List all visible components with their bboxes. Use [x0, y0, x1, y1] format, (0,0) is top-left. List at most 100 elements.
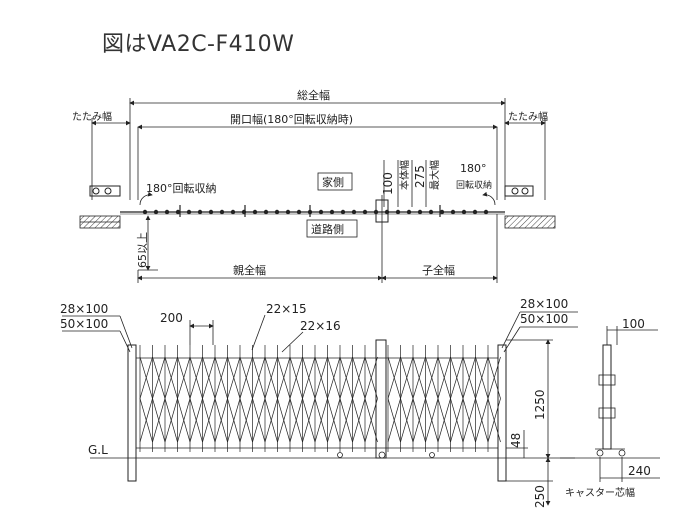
- plan-joint: [164, 209, 170, 215]
- plan-joint: [296, 209, 302, 215]
- plan-joint: [208, 209, 214, 215]
- lattice-diagonal: [252, 356, 266, 399]
- plan-joint: [274, 209, 280, 215]
- rotate-right-deg: 180°: [460, 162, 487, 175]
- lattice-diagonal: [487, 398, 501, 443]
- lattice-diagonal: [437, 398, 451, 443]
- elevation-view: [62, 311, 578, 506]
- side-view: [560, 326, 660, 482]
- lattice-diagonal: [189, 398, 203, 443]
- lattice-diagonal: [339, 356, 353, 399]
- lattice-diagonal: [400, 398, 414, 443]
- dim-100-plan: 100: [381, 172, 395, 195]
- dim-275: 275: [413, 165, 427, 188]
- lattice-diagonal: [352, 356, 366, 399]
- lattice-diagonal: [264, 356, 278, 399]
- lattice-diagonal: [289, 398, 303, 443]
- plan-joint: [384, 209, 390, 215]
- lattice-diagonal: [387, 356, 401, 399]
- rotate-left-label: 180°回転収納: [146, 182, 217, 195]
- lattice-diagonal: [152, 398, 166, 443]
- lattice-diagonal: [450, 356, 464, 399]
- lattice-diagonal: [252, 398, 266, 443]
- lattice-diagonal: [339, 398, 353, 443]
- lattice-diagonal: [202, 398, 216, 443]
- lattice-diagonal: [437, 356, 451, 399]
- plan-joint: [318, 209, 324, 215]
- plan-joint: [362, 209, 368, 215]
- rotate-right-label: 回転収納: [456, 179, 492, 191]
- lattice-diagonal: [314, 398, 328, 443]
- lattice-diagonal: [202, 356, 216, 399]
- lattice-diagonal: [462, 398, 476, 443]
- lattice-diagonal: [177, 356, 191, 399]
- parent-width-label: 親全幅: [233, 263, 266, 277]
- lattice-diagonal: [139, 398, 153, 443]
- lattice-diagonal: [425, 356, 439, 399]
- house-side-box: [317, 172, 353, 191]
- plan-joint: [186, 209, 192, 215]
- lattice-diagonal: [214, 398, 228, 443]
- right-post-size-1: 28×100: [520, 297, 568, 311]
- total-width-label: 総全幅: [297, 88, 330, 102]
- lattice-diagonal: [327, 356, 341, 399]
- lattice-diagonal: [364, 398, 378, 443]
- plan-joint: [472, 209, 478, 215]
- plan-joint: [230, 209, 236, 215]
- plan-lattice-joints: [142, 205, 489, 217]
- lattice-diagonal: [462, 356, 476, 399]
- plan-joint: [461, 209, 467, 215]
- lattice-diagonal: [277, 398, 291, 443]
- lattice-diagonal: [364, 356, 378, 399]
- bar-size-1: 22×15: [266, 302, 307, 316]
- lattice-diagonal: [227, 356, 241, 399]
- lattice-diagonal: [387, 398, 401, 443]
- lattice-diagonal: [239, 398, 253, 443]
- lattice-diagonal: [277, 356, 291, 399]
- dim-250-label: 250: [533, 485, 547, 508]
- opening-width-label: 開口幅(180°回転収納時): [230, 113, 353, 126]
- right-post-size-2: 50×100: [520, 312, 568, 326]
- max-width-label: 最大幅: [428, 160, 441, 190]
- child-width-label: 子全幅: [422, 263, 455, 277]
- lattice-diagonal: [164, 398, 178, 443]
- plan-joint: [417, 209, 423, 215]
- lattice-diagonal: [152, 356, 166, 399]
- side-dim-240: 240: [628, 464, 651, 478]
- main-post-width-label: 本体幅: [398, 160, 411, 190]
- plan-joint: [197, 209, 203, 215]
- lattice-diagonal: [475, 398, 489, 443]
- lattice-diagonal: [450, 398, 464, 443]
- dim-65-label: 65以上: [136, 232, 149, 268]
- lattice-diagonal: [189, 356, 203, 399]
- lattice-diagonal: [412, 356, 426, 399]
- lattice-diagonal: [327, 398, 341, 443]
- fold-width-left-label: たたみ幅: [72, 110, 112, 123]
- bar-size-2: 22×16: [300, 319, 341, 333]
- side-dim-100: 100: [622, 317, 645, 331]
- lattice-diagonal: [400, 356, 414, 399]
- drawing-title: 図はVA2C-F410W: [102, 32, 295, 57]
- plan-joint: [153, 209, 159, 215]
- plan-joint: [329, 209, 335, 215]
- lattice-diagonal: [139, 356, 153, 399]
- plan-joint: [483, 209, 489, 215]
- lattice-diagonal: [227, 398, 241, 443]
- lattice-diagonal: [412, 398, 426, 443]
- lattice-diagonal: [487, 356, 501, 399]
- plan-joint: [340, 209, 346, 215]
- plan-joint: [406, 209, 412, 215]
- left-post-size-1: 28×100: [60, 302, 108, 316]
- plan-joint: [175, 209, 181, 215]
- plan-joint: [450, 209, 456, 215]
- lattice-diagonal: [177, 398, 191, 443]
- elevation-lattice: [139, 345, 501, 452]
- plan-joint: [219, 209, 225, 215]
- road-side-label: 道路側: [311, 222, 344, 236]
- plan-view: [79, 98, 556, 283]
- plan-joint: [439, 209, 445, 215]
- house-side-label: 家側: [322, 175, 344, 189]
- left-post-size-2: 50×100: [60, 317, 108, 331]
